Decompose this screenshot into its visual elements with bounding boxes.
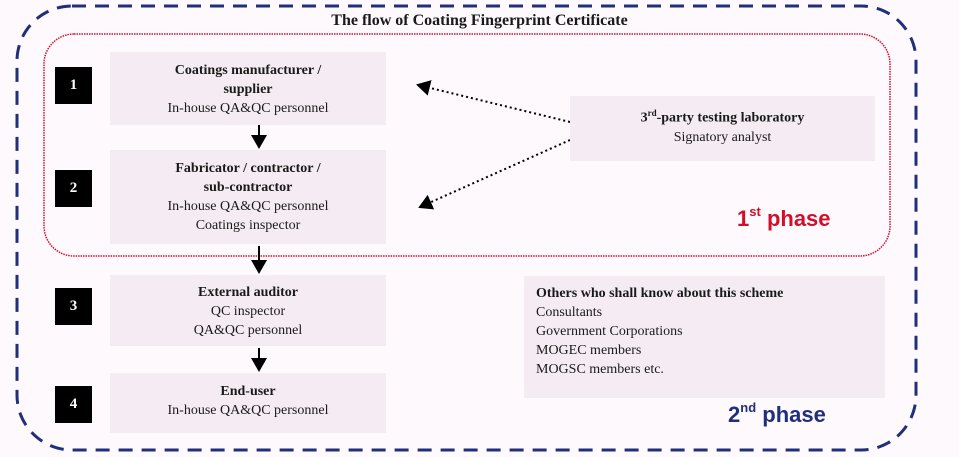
step-line: QA&QC personnel (193, 323, 303, 338)
step-number-2: 2 (55, 170, 92, 207)
step-heading: supplier (223, 82, 273, 97)
step-heading: External auditor (198, 285, 298, 300)
step-line: In-house QA&QC personnel (167, 101, 329, 116)
others-item: MOGEC members (536, 343, 642, 358)
step-line: In-house QA&QC personnel (167, 199, 329, 214)
phase2-label: 2nd phase (728, 400, 826, 427)
step-line: In-house QA&QC personnel (167, 403, 329, 418)
step-box-manufacturer: Coatings manufacturer / supplier In-hous… (110, 52, 386, 125)
step-number-4: 4 (55, 386, 92, 423)
others-heading: Others who shall know about this scheme (536, 286, 784, 301)
step-heading: End-user (220, 384, 276, 399)
lab-box: 3rd-party testing laboratory Signatory a… (570, 96, 875, 161)
step-box-fabricator: Fabricator / contractor / sub-contractor… (110, 150, 386, 244)
step-heading: Coatings manufacturer / (174, 63, 322, 78)
others-item: Consultants (536, 305, 603, 320)
others-item: MOGSC members etc. (536, 362, 664, 377)
step-heading: Fabricator / contractor / (175, 161, 321, 176)
others-item: Government Corporations (536, 324, 683, 339)
step-box-auditor: External auditor QC inspector QA&QC pers… (110, 275, 386, 346)
phase2-boundary (15, 4, 918, 452)
dotted-arrow-lab-to-1 (416, 80, 571, 123)
step-box-end-user: End-user In-house QA&QC personnel (110, 373, 386, 433)
dotted-arrow-lab-to-2 (418, 139, 571, 210)
others-box: Others who shall know about this scheme … (524, 276, 885, 398)
phase1-label: 1st phase (737, 204, 831, 231)
lab-line: Signatory analyst (673, 129, 772, 145)
step-number-3: 3 (55, 288, 92, 325)
phase1-boundary (43, 33, 891, 257)
step-line: QC inspector (210, 304, 286, 319)
lab-heading: 3rd-party testing laboratory (640, 108, 805, 126)
diagram-title: The flow of Coating Fingerprint Certific… (331, 12, 628, 29)
step-line: Coatings inspector (195, 218, 301, 233)
step-heading: sub-contractor (203, 180, 293, 195)
step-number-1: 1 (55, 67, 92, 104)
